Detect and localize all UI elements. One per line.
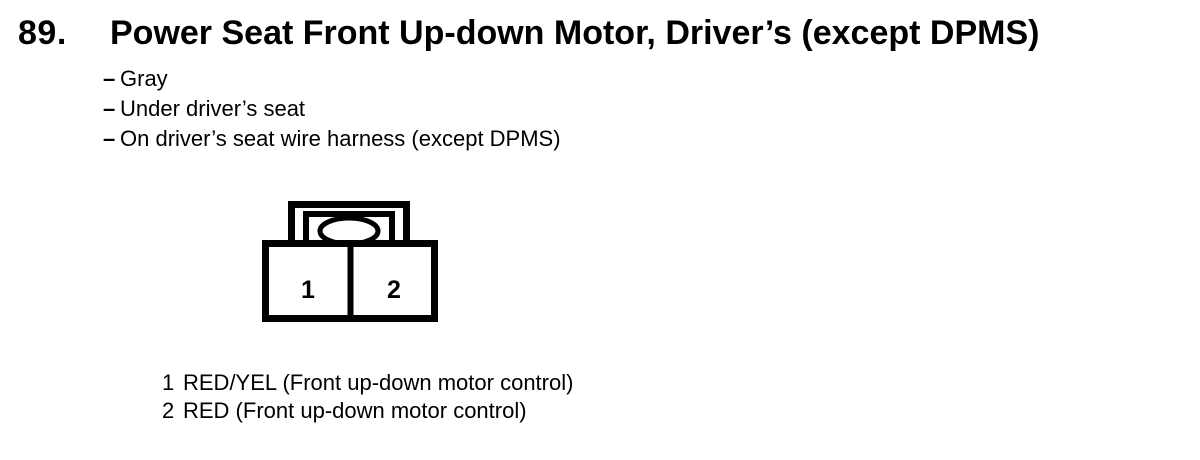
section-number: 89. [18,14,67,52]
cavity-label-2: 2 [387,276,401,304]
bullet-dash: – [103,66,116,91]
pin-row-1: 1 RED/YEL (Front up-down motor control) [162,369,573,397]
connector-diagram: 1 2 [262,201,438,322]
bullet-dash: – [103,96,116,121]
pin-number: 1 [162,370,175,395]
detail-text: Gray [120,66,168,91]
detail-text: Under driver’s seat [120,96,306,121]
pin-wire-description: RED (Front up-down motor control) [183,398,527,423]
detail-list: –Gray –Under driver’s seat –On driver’s … [103,64,561,154]
cavity-label-1: 1 [301,276,315,304]
bullet-dash: – [103,126,116,151]
pin-wire-description: RED/YEL (Front up-down motor control) [183,370,574,395]
pin-number: 2 [162,398,175,423]
pin-row-2: 2 RED (Front up-down motor control) [162,397,573,425]
detail-text: On driver’s seat wire harness (except DP… [120,126,561,151]
detail-item-harness: –On driver’s seat wire harness (except D… [103,124,561,154]
detail-item-location: –Under driver’s seat [103,94,561,124]
detail-item-color: –Gray [103,64,561,94]
section-title: Power Seat Front Up-down Motor, Driver’s… [110,14,1040,52]
pin-description-list: 1 RED/YEL (Front up-down motor control) … [162,369,573,425]
